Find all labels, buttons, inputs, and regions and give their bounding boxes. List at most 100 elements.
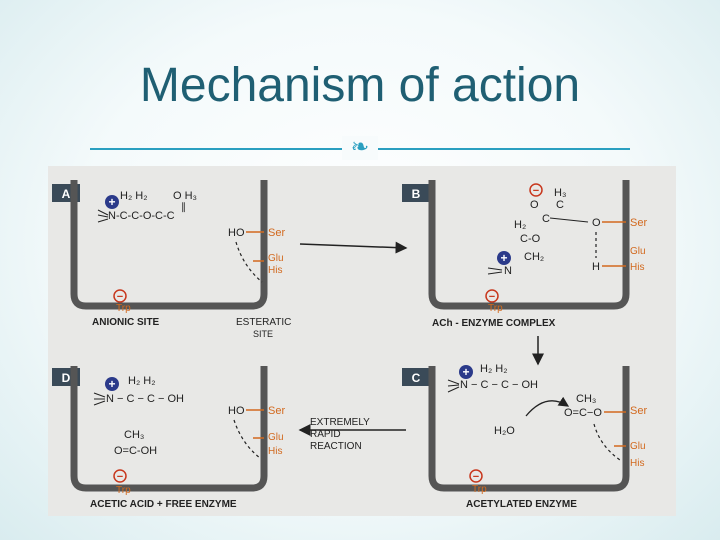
substrate-hydrogens: H₂ H₂ [120,190,147,202]
negative-charge-sign: − [533,185,539,197]
hydrogen-bond [235,241,263,283]
acetic-acid: O=C-OH [114,445,157,457]
bond-line [93,400,106,406]
panel-tag: A [62,187,71,201]
methylene-hydrogens: H₂ [514,219,526,231]
panel-tag: C [412,371,421,385]
histidine-hydrogen: H [592,261,600,273]
positive-charge-sign: + [462,365,469,379]
positive-charge-icon [497,251,511,265]
residue-trp: Trp [488,303,503,314]
fleuron-icon: ❧ [342,136,378,160]
negative-charge-sign: − [117,291,123,303]
residue-his: His [268,265,282,276]
substrate-chain: N-C-C-O-C-C [108,210,175,222]
acetate-methyl: CH₃ [124,429,144,441]
caption-acetylated-enzyme: ACETYLATED ENZYME [466,499,577,510]
ester-group: C-O [520,233,541,245]
hydrogen-bond [233,419,261,459]
water-molecule: H₂O [494,425,515,437]
reaction-label-line-3: REACTION [310,441,362,452]
positive-charge-icon [105,195,119,209]
caption-anionic-site: ANIONIC SITE [92,317,160,328]
serine-oxygen: O [592,217,601,229]
panel-b: B − O H₃ C C H₂ C-O CH₂ + N O Ser H Glu … [402,180,647,329]
acetyl-methyl: CH₃ [576,393,596,405]
bond-line [97,218,109,223]
serine-hydroxyl: HO [228,227,245,239]
methyl-carbon: C [556,199,564,211]
negative-charge-icon [113,289,127,303]
bond-line [93,392,106,398]
residue-ser: Ser [630,405,647,417]
positive-charge-sign: + [108,195,115,209]
enzyme-mechanism-diagram: A + H₂ H₂ O H₃ ∥ N-C-C-O-C-C HO Ser Glu … [48,166,676,516]
residue-ser: Ser [268,405,285,417]
serine-hydroxyl: HO [228,405,245,417]
positive-charge-icon [459,365,473,379]
residue-glu: Glu [630,441,646,452]
substrate-carbonyl: O H₃ [173,190,197,202]
positive-charge-icon [105,377,119,391]
residue-trp: Trp [116,485,131,496]
nitrogen-label: N [504,265,512,277]
residue-his: His [630,262,644,273]
negative-charge-icon [469,469,483,483]
bond-line [447,386,460,393]
panel-a: A + H₂ H₂ O H₃ ∥ N-C-C-O-C-C HO Ser Glu … [52,180,291,339]
negative-charge-icon [113,469,127,483]
diagram-background [48,166,676,516]
bond-line [549,217,589,223]
panel-tag-box [402,184,430,202]
nucleophilic-attack-arrow [525,396,570,417]
acyl-carbon: C [542,213,550,225]
oxygen-label: O [530,199,539,211]
choline-chain: N − C − C − OH [460,379,538,391]
caption-esteratic: ESTERATIC [236,317,291,328]
vessel [70,366,268,492]
substrate-double-bond: ∥ [181,202,186,213]
bond-line [487,267,503,271]
residue-his: His [268,446,282,457]
bond-line [97,214,109,218]
residue-ser: Ser [630,217,647,229]
caption-acetic-acid: ACETIC ACID + FREE ENZYME [90,499,237,510]
choline-hydrogens: H₂ H₂ [480,363,507,375]
bond-line [97,209,109,216]
negative-charge-icon [485,289,499,303]
residue-glu: Glu [630,246,646,257]
reaction-label-line-2: RAPID [310,429,341,440]
residue-ser: Ser [268,227,285,239]
bond-line [447,379,460,385]
residue-his: His [630,458,644,469]
bond-line [487,271,503,275]
panel-tag: D [62,371,71,385]
reaction-label-line-1: EXTREMELY [310,417,370,428]
methyl-hydrogens: H₃ [554,187,566,199]
panel-tag: B [412,187,421,201]
choline-methylene: CH₂ [524,251,544,263]
caption-ach-complex: ACh - ENZYME COMPLEX [432,318,556,329]
residue-trp: Trp [472,484,487,495]
slide-title: Mechanism of action [139,59,581,112]
residue-glu: Glu [268,432,284,443]
panel-c: C + H₂ H₂ N − C − C − OH H₂O CH₃ O=C−O S… [402,363,647,510]
arrow-a-to-b [299,241,408,254]
panel-tag-box [402,368,430,386]
caption-site: SITE [253,329,273,339]
positive-charge-sign: + [500,251,507,265]
vessel [428,366,630,492]
negative-charge-sign: − [473,471,479,483]
residue-glu: Glu [268,253,284,264]
vessel [428,180,630,310]
vessel [70,180,268,310]
positive-charge-sign: + [108,377,115,391]
negative-charge-icon [529,183,543,197]
residue-trp: Trp [116,303,131,314]
panel-d: D + H₂ H₂ N − C − C − OH CH₃ O=C-OH HO S… [52,366,285,510]
negative-charge-sign: − [489,291,495,303]
acetyl-ester: O=C−O [564,407,602,419]
choline-chain: N − C − C − OH [106,393,184,405]
choline-hydrogens: H₂ H₂ [128,375,155,387]
bond-line [447,384,460,387]
